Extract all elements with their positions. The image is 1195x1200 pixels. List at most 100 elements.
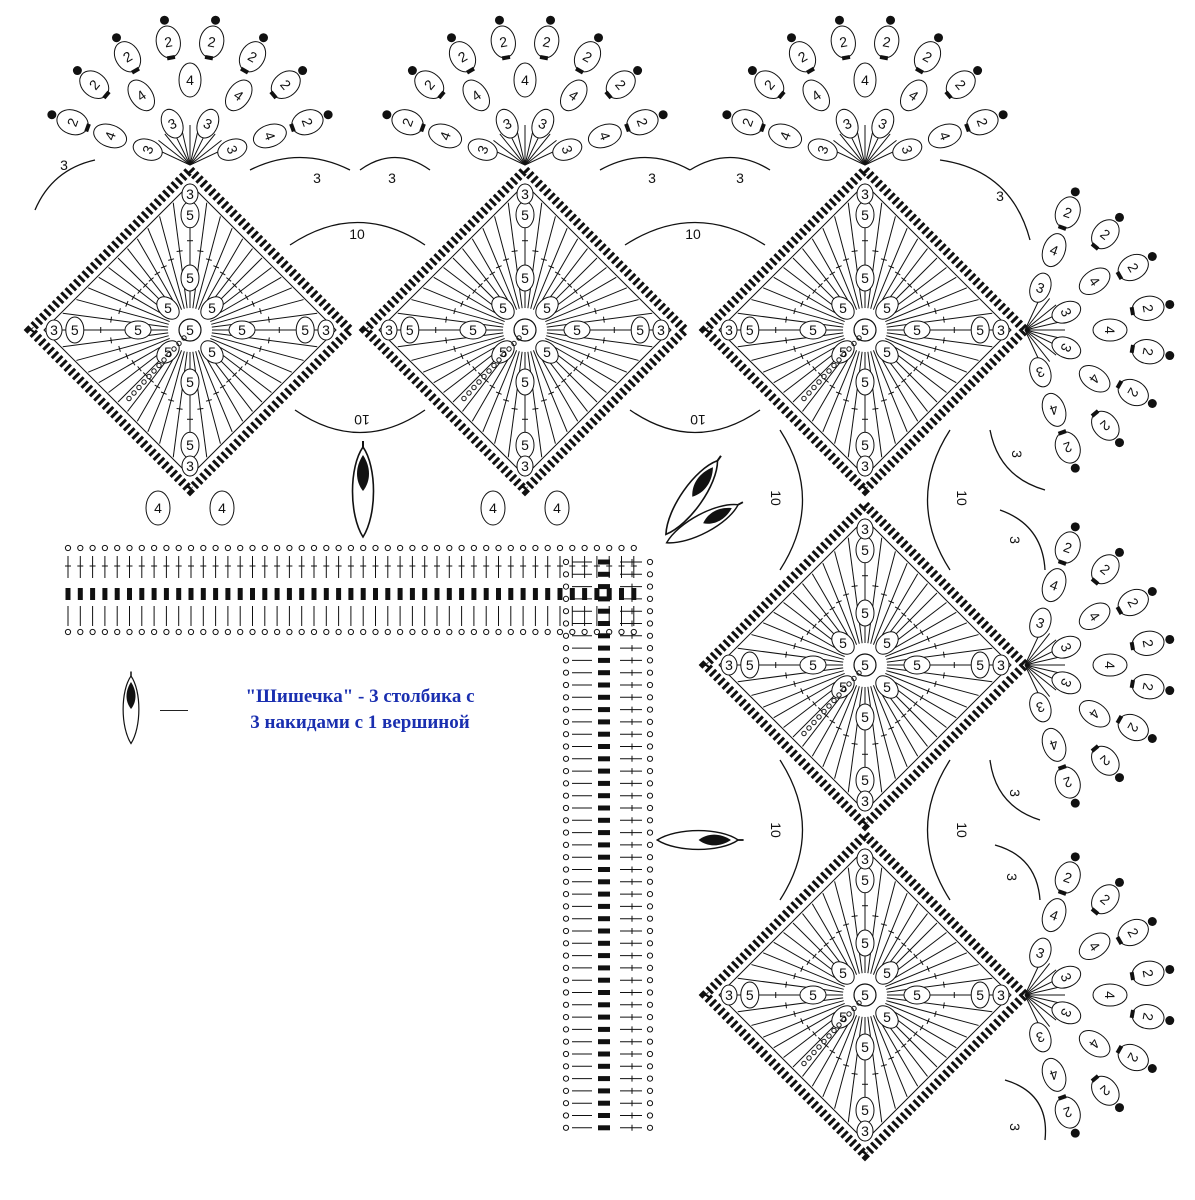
- post-stitch: [385, 588, 391, 600]
- stitch-line: [397, 312, 504, 328]
- picot-dot: [1165, 299, 1175, 309]
- stitch-tick: [843, 734, 850, 737]
- stitch-tick: [934, 643, 937, 650]
- chain-stitch: [458, 544, 465, 552]
- chain-stitch: [141, 379, 147, 385]
- post-stitch: [520, 588, 526, 600]
- stitch-count-label: 3: [997, 322, 1005, 338]
- stitch-tick: [445, 337, 447, 344]
- stitch-line: [864, 133, 891, 166]
- stitch-count-label: 2: [838, 33, 849, 50]
- stitch-tick: [472, 366, 477, 372]
- stitch-tick: [594, 345, 597, 352]
- post-stitch: [598, 694, 610, 700]
- stitch-tick: [137, 288, 142, 294]
- stitch-tick: [567, 372, 573, 378]
- stitch-line: [1024, 329, 1057, 356]
- ring-loop: [516, 455, 534, 477]
- picot-dot: [1114, 1103, 1124, 1113]
- post-stitch: [598, 621, 610, 626]
- stitch-line: [1024, 994, 1051, 1027]
- chain-stitch: [495, 628, 502, 636]
- petal-loop: [552, 138, 583, 161]
- stitch-line: [546, 312, 653, 328]
- stitch-tick: [926, 965, 930, 972]
- picot-dot: [47, 110, 57, 120]
- stitch-line: [867, 537, 883, 644]
- chain-stitch: [562, 989, 570, 996]
- stitch-line: [172, 202, 188, 309]
- post-stitch: [619, 588, 624, 600]
- stitch-line: [200, 238, 244, 312]
- post-stitch: [545, 588, 551, 600]
- post-stitch: [598, 928, 610, 934]
- stitch-count-label: 4: [218, 500, 226, 516]
- stitch-tick: [835, 265, 842, 269]
- chain-stitch: [286, 628, 293, 636]
- stitch-count-label: 3: [186, 186, 194, 202]
- stitch-line: [62, 312, 169, 328]
- stitch-count-label: 4: [1102, 661, 1118, 669]
- chain-stitch: [507, 628, 514, 636]
- chain-stitch: [646, 940, 654, 947]
- petal-loop: [428, 123, 463, 149]
- chain-arch: [779, 429, 804, 571]
- stitch-tick: [483, 277, 489, 282]
- stitch-count-label: 2: [541, 33, 552, 50]
- chain-stitch: [618, 544, 625, 552]
- stitch-line: [751, 1000, 844, 1026]
- stitch-line: [62, 332, 169, 348]
- stitch-line: [189, 139, 222, 166]
- stitch-tick: [894, 936, 901, 941]
- chain-stitch: [826, 703, 832, 709]
- stitch-tick: [823, 277, 829, 282]
- join-bar: [1090, 907, 1100, 916]
- chain-arch: [599, 156, 691, 171]
- stitch-tick: [901, 378, 907, 383]
- chain-stitch: [630, 544, 637, 552]
- chain-stitch: [175, 544, 182, 552]
- stitch-line: [883, 276, 957, 320]
- petal-loop: [630, 316, 650, 344]
- stitch-line: [875, 238, 919, 312]
- ring-loop: [856, 183, 874, 205]
- chain-stitch: [138, 544, 145, 552]
- stitch-tick: [835, 930, 842, 934]
- petal-loop: [209, 490, 235, 526]
- chain-stitch: [801, 730, 807, 737]
- chain-stitch: [821, 708, 827, 715]
- stitch-line: [411, 299, 504, 325]
- petal-loop: [799, 655, 827, 675]
- chain-stitch: [151, 368, 157, 374]
- post-stitch: [598, 903, 610, 909]
- stitch-tick: [817, 947, 823, 953]
- stitch-line: [737, 997, 844, 1013]
- petal-loop: [1092, 653, 1128, 677]
- join-bar: [166, 54, 176, 61]
- stitch-line: [1024, 304, 1057, 331]
- chain-stitch: [409, 628, 416, 636]
- petal-loop: [1051, 965, 1082, 989]
- chain-stitch: [562, 780, 570, 787]
- ring-loop: [380, 319, 398, 341]
- stitch-line: [527, 351, 543, 458]
- stitch-count-label: 5: [543, 300, 551, 316]
- chain-stitch: [831, 1027, 837, 1034]
- petal-loop: [871, 108, 895, 139]
- stitch-tick: [907, 372, 913, 378]
- chain-stitch: [101, 544, 109, 552]
- stitch-count-label: 4: [1102, 991, 1118, 999]
- chain-stitch: [562, 903, 570, 910]
- stitch-line: [886, 634, 979, 660]
- stitch-line: [811, 348, 855, 422]
- chain-stitch: [486, 368, 492, 374]
- stitch-count-label: 3: [725, 322, 733, 338]
- chain-stitch: [360, 628, 367, 636]
- stitch-line: [1024, 664, 1051, 697]
- stitch-line: [433, 340, 507, 384]
- stitch-line: [98, 340, 172, 384]
- chain-stitch: [151, 628, 158, 636]
- stitch-count-label: 4: [861, 72, 869, 88]
- legend-line-1: "Шишечка" - 3 столбика с: [245, 686, 475, 707]
- chain-stitch: [126, 544, 133, 552]
